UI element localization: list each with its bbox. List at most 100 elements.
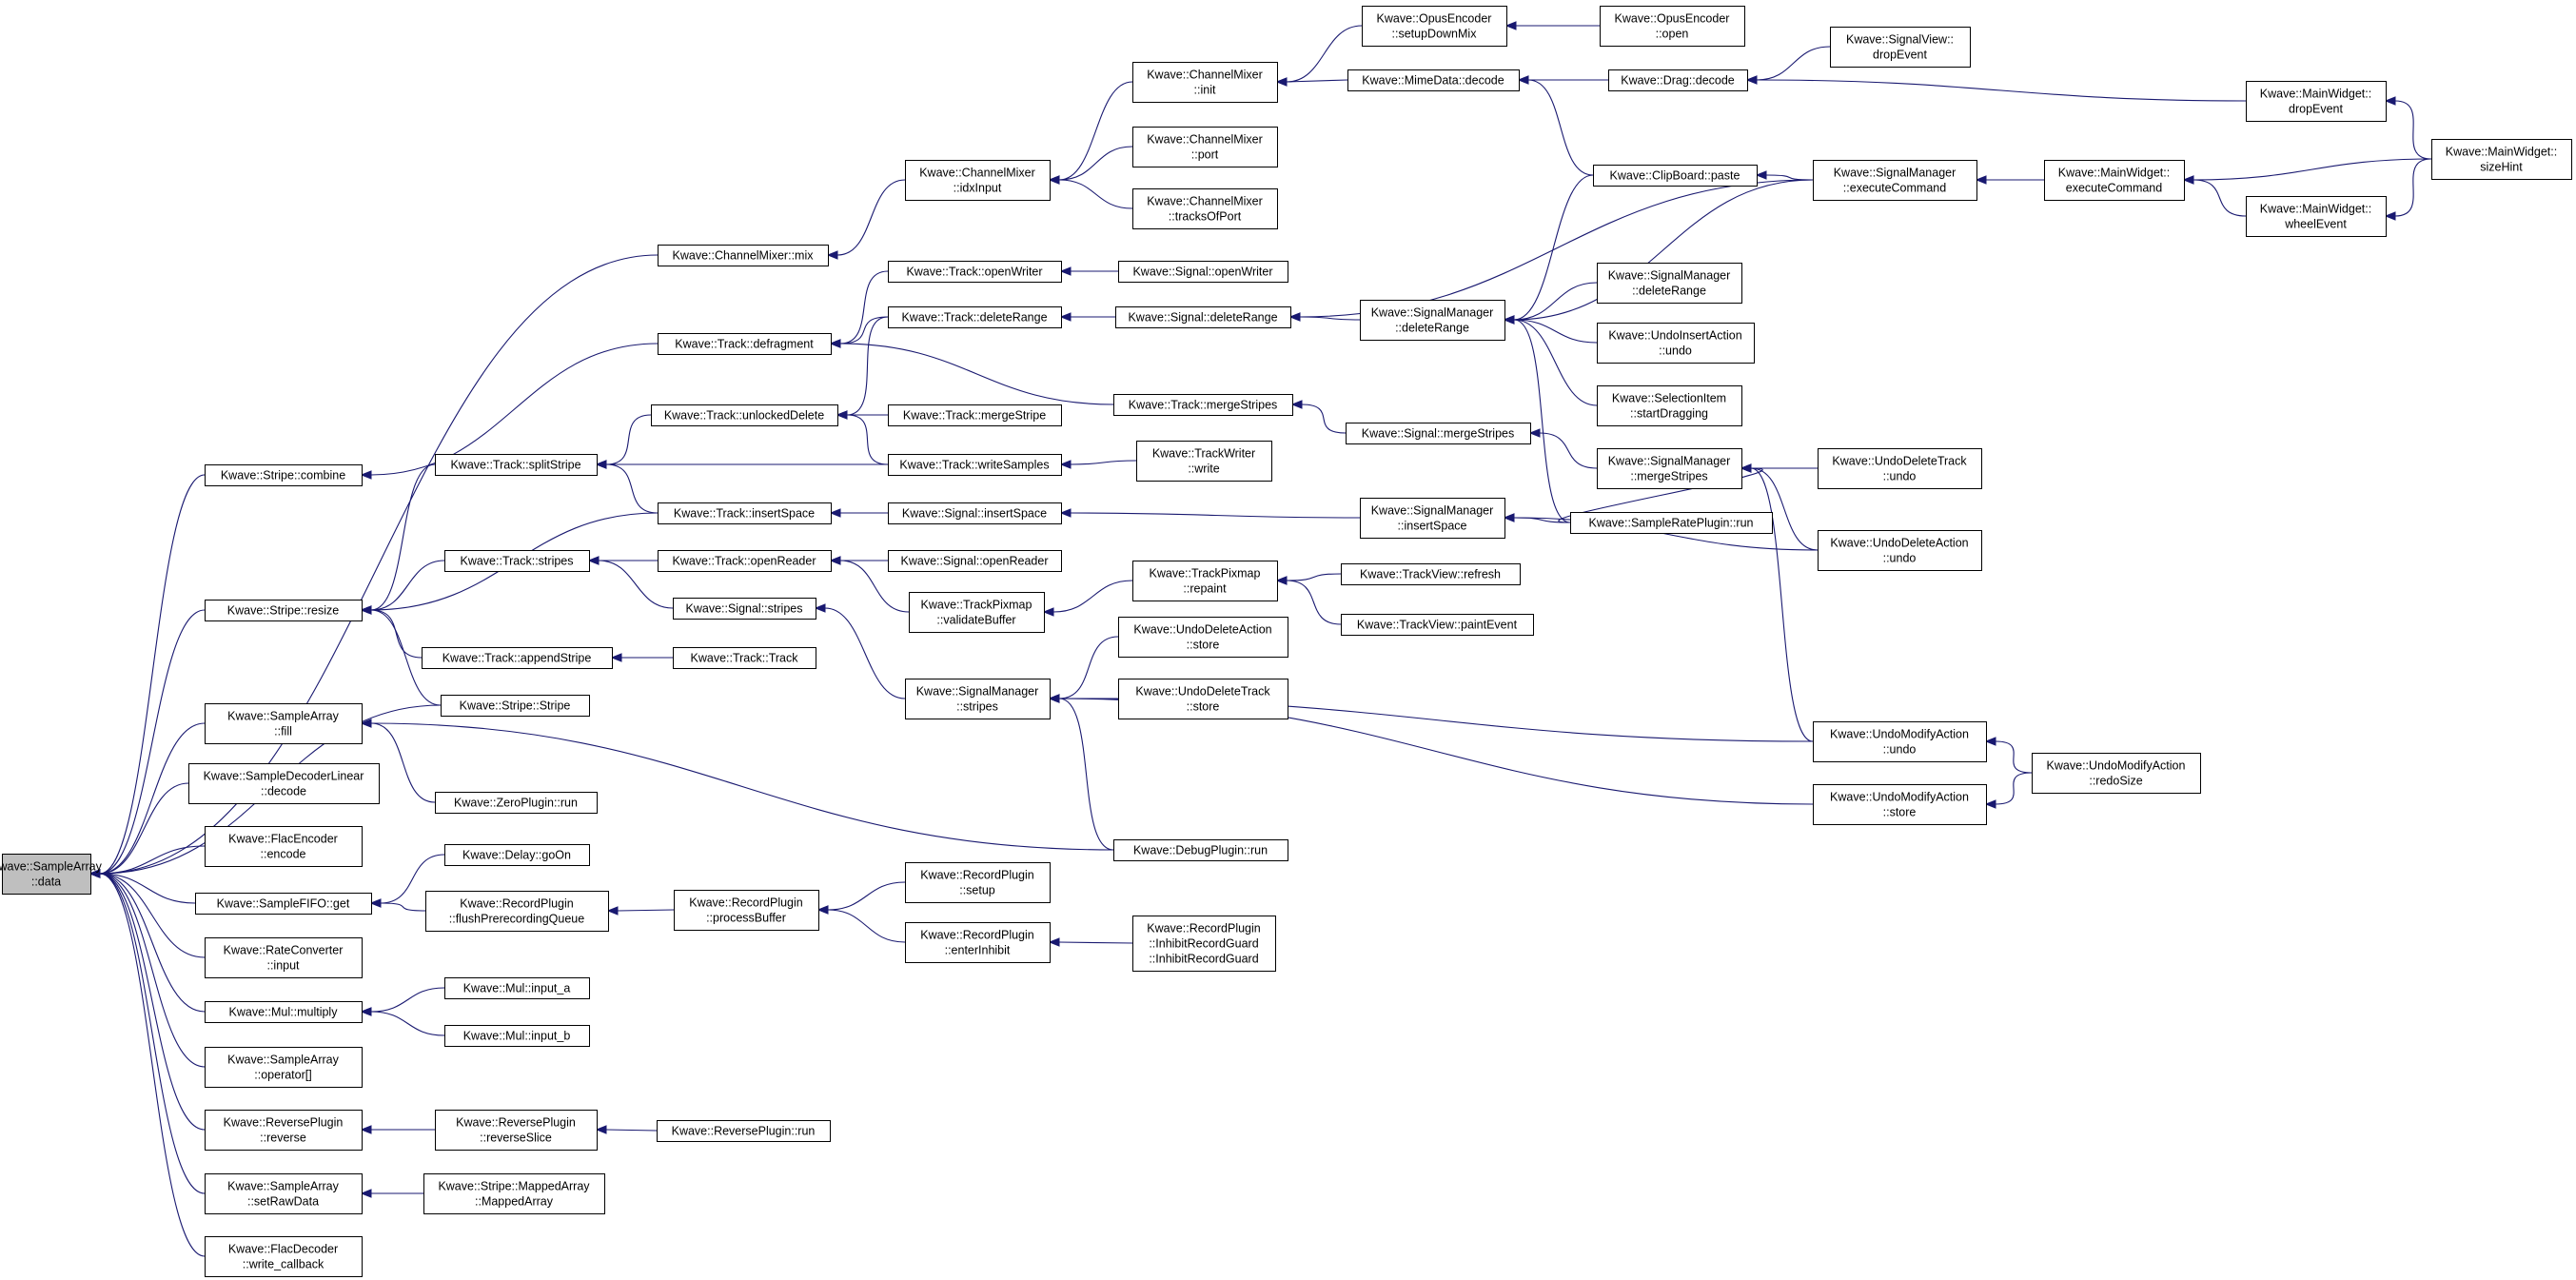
node-box xyxy=(1597,385,1742,426)
node-stripe_resize[interactable]: Kwave::Stripe::resize xyxy=(205,600,363,621)
node-rp_process[interactable]: Kwave::RecordPlugin::processBuffer xyxy=(674,890,819,931)
node-clip_paste[interactable]: Kwave::ClipBoard::paste xyxy=(1593,165,1758,187)
node-sig_stripes[interactable]: Kwave::Signal::stripes xyxy=(673,598,816,620)
node-cm_port[interactable]: Kwave::ChannelMixer::port xyxy=(1132,127,1278,167)
edge-line xyxy=(1513,319,1598,406)
node-opus_setup[interactable]: Kwave::OpusEncoder::setupDownMix xyxy=(1362,6,1507,47)
node-flac_dec[interactable]: Kwave::FlacDecoder::write_callback xyxy=(205,1236,363,1277)
node-zero_run[interactable]: Kwave::ZeroPlugin::run xyxy=(435,792,598,814)
node-trk_track[interactable]: Kwave::Track::Track xyxy=(673,647,816,669)
node-uma_undo[interactable]: Kwave::UndoModifyAction::undo xyxy=(1813,721,1987,762)
node-sm_delrange[interactable]: Kwave::SignalManager::deleteRange xyxy=(1360,300,1505,341)
node-label: Kwave::UndoDeleteTrack xyxy=(1135,685,1270,699)
node-trk_split[interactable]: Kwave::Track::splitStripe xyxy=(435,454,598,476)
node-cm_mix[interactable]: Kwave::ChannelMixer::mix xyxy=(658,245,829,266)
node-sa_fill[interactable]: Kwave::SampleArray::fill xyxy=(205,703,363,744)
node-mapped[interactable]: Kwave::Stripe::MappedArray::MappedArray xyxy=(423,1173,605,1214)
node-label: Kwave::RecordPlugin xyxy=(689,896,803,910)
node-tv_refresh[interactable]: Kwave::TrackView::refresh xyxy=(1341,563,1521,585)
edge-line xyxy=(605,1129,658,1132)
node-sa_op[interactable]: Kwave::SampleArray::operator[] xyxy=(205,1047,363,1088)
node-undo_insert[interactable]: Kwave::UndoInsertAction::undo xyxy=(1597,323,1755,364)
node-box xyxy=(205,1173,363,1214)
node-mw_wheel[interactable]: Kwave::MainWidget::wheelEvent xyxy=(2246,196,2387,237)
node-sa_setraw[interactable]: Kwave::SampleArray::setRawData xyxy=(205,1173,363,1214)
node-root[interactable]: Kwave::SampleArray::data xyxy=(0,854,103,895)
node-rp_setup[interactable]: Kwave::RecordPlugin::setup xyxy=(905,862,1051,903)
node-tp_validate[interactable]: Kwave::TrackPixmap::validateBuffer xyxy=(909,592,1045,633)
node-sm_insspace[interactable]: Kwave::SignalManager::insertSpace xyxy=(1360,498,1505,539)
node-delay_goon[interactable]: Kwave::Delay::goOn xyxy=(444,844,590,866)
node-sig_openreader[interactable]: Kwave::Signal::openReader xyxy=(888,550,1062,572)
node-fifo_get[interactable]: Kwave::SampleFIFO::get xyxy=(195,893,372,915)
node-rate_input[interactable]: Kwave::RateConverter::input xyxy=(205,937,363,978)
node-sig_delrange[interactable]: Kwave::Signal::deleteRange xyxy=(1115,306,1291,328)
node-cm_tracks[interactable]: Kwave::ChannelMixer::tracksOfPort xyxy=(1132,188,1278,229)
node-tv_paint[interactable]: Kwave::TrackView::paintEvent xyxy=(1341,614,1534,636)
node-tw_write[interactable]: Kwave::TrackWriter::write xyxy=(1136,441,1272,482)
node-box xyxy=(888,306,1062,328)
edge-arrowhead xyxy=(814,603,826,613)
node-sv_drop[interactable]: Kwave::SignalView::dropEvent xyxy=(1830,27,1971,68)
node-rev_slice[interactable]: Kwave::ReversePlugin::reverseSlice xyxy=(435,1110,598,1151)
node-cm_idx[interactable]: Kwave::ChannelMixer::idxInput xyxy=(905,160,1051,201)
node-trk_openwriter[interactable]: Kwave::Track::openWriter xyxy=(888,261,1062,283)
node-trk_defrag[interactable]: Kwave::Track::defragment xyxy=(658,333,832,355)
node-sig_merge[interactable]: Kwave::Signal::mergeStripes xyxy=(1346,423,1531,444)
node-udt_undo[interactable]: Kwave::UndoDeleteTrack::undo xyxy=(1818,448,1982,489)
node-stripe_stripe[interactable]: Kwave::Stripe::Stripe xyxy=(441,695,590,717)
node-trk_unlocked[interactable]: Kwave::Track::unlockedDelete xyxy=(651,404,838,426)
edge-sel_drag-to-sm_delrange xyxy=(1503,315,1598,406)
node-uma_redo[interactable]: Kwave::UndoModifyAction::redoSize xyxy=(2032,753,2201,794)
node-sig_openwriter[interactable]: Kwave::Signal::openWriter xyxy=(1118,261,1288,283)
node-mw_size[interactable]: Kwave::MainWidget::sizeHint xyxy=(2431,139,2572,180)
node-rp_inhibit[interactable]: Kwave::RecordPlugin::enterInhibit xyxy=(905,922,1051,963)
node-rp_guard[interactable]: Kwave::RecordPlugin::InhibitRecordGuard:… xyxy=(1132,916,1276,972)
node-mul_a[interactable]: Kwave::Mul::input_a xyxy=(444,977,590,999)
node-drag_decode[interactable]: Kwave::Drag::decode xyxy=(1608,69,1748,91)
node-trk_insspace[interactable]: Kwave::Track::insertSpace xyxy=(658,502,832,524)
edge-cm_port-to-cm_idx xyxy=(1048,146,1133,185)
node-label: Kwave::FlacEncoder xyxy=(228,833,338,846)
node-rev_run[interactable]: Kwave::ReversePlugin::run xyxy=(657,1120,831,1142)
node-uda_store[interactable]: Kwave::UndoDeleteAction::store xyxy=(1118,617,1288,658)
node-sig_insspace[interactable]: Kwave::Signal::insertSpace xyxy=(888,502,1062,524)
node-flac_enc[interactable]: Kwave::FlacEncoder::encode xyxy=(205,826,363,867)
node-debug_run[interactable]: Kwave::DebugPlugin::run xyxy=(1113,839,1288,861)
node-trk_mergestripe[interactable]: Kwave::Track::mergeStripe xyxy=(888,404,1062,426)
node-mul_b[interactable]: Kwave::Mul::input_b xyxy=(444,1025,590,1047)
node-mw_exec[interactable]: Kwave::MainWidget::executeCommand xyxy=(2044,160,2185,201)
node-label: Kwave::OpusEncoder xyxy=(1377,12,1492,26)
node-stripe_combine[interactable]: Kwave::Stripe::combine xyxy=(205,464,363,486)
node-trk_openreader[interactable]: Kwave::Track::openReader xyxy=(658,550,832,572)
node-rp_flush[interactable]: Kwave::RecordPlugin::flushPrerecordingQu… xyxy=(425,891,609,932)
node-sm_merge[interactable]: Kwave::SignalManager::mergeStripes xyxy=(1597,448,1742,489)
node-udt_store[interactable]: Kwave::UndoDeleteTrack::store xyxy=(1118,679,1288,719)
node-trk_delrange[interactable]: Kwave::Track::deleteRange xyxy=(888,306,1062,328)
node-sel_drag[interactable]: Kwave::SelectionItem::startDragging xyxy=(1597,385,1742,426)
node-sm_stripes[interactable]: Kwave::SignalManager::stripes xyxy=(905,679,1051,719)
node-rev_reverse[interactable]: Kwave::ReversePlugin::reverse xyxy=(205,1110,363,1151)
node-mw_drop[interactable]: Kwave::MainWidget::dropEvent xyxy=(2246,81,2387,122)
node-trk_stripes[interactable]: Kwave::Track::stripes xyxy=(444,550,590,572)
node-cm_init[interactable]: Kwave::ChannelMixer::init xyxy=(1132,62,1278,103)
node-label: Kwave::SignalManager xyxy=(916,685,1039,699)
node-box xyxy=(1813,160,1977,201)
node-uma_store[interactable]: Kwave::UndoModifyAction::store xyxy=(1813,784,1987,825)
node-label: ::insertSpace xyxy=(1398,520,1467,533)
node-label: Kwave::Stripe::MappedArray xyxy=(438,1180,590,1193)
node-srp_run[interactable]: Kwave::SampleRatePlugin::run xyxy=(1570,512,1773,534)
node-mul_multiply[interactable]: Kwave::Mul::multiply xyxy=(205,1001,363,1023)
node-sdl_decode[interactable]: Kwave::SampleDecoderLinear::decode xyxy=(188,763,380,804)
node-sm_exec[interactable]: Kwave::SignalManager::executeCommand xyxy=(1813,160,1977,201)
node-box xyxy=(205,703,363,744)
node-tp_repaint[interactable]: Kwave::TrackPixmap::repaint xyxy=(1132,561,1278,601)
node-trk_write[interactable]: Kwave::Track::writeSamples xyxy=(888,454,1062,476)
node-uda_undo[interactable]: Kwave::UndoDeleteAction::undo xyxy=(1818,530,1982,571)
node-trk_merge[interactable]: Kwave::Track::mergeStripes xyxy=(1113,394,1293,416)
node-label: Kwave::SelectionItem xyxy=(1612,392,1726,405)
node-trk_append[interactable]: Kwave::Track::appendStripe xyxy=(422,647,613,669)
node-opus_open[interactable]: Kwave::OpusEncoder::open xyxy=(1600,6,1745,47)
node-mime_decode[interactable]: Kwave::MimeData::decode xyxy=(1347,69,1520,91)
node-sm_delrange2[interactable]: Kwave::SignalManager::deleteRange xyxy=(1597,263,1742,304)
